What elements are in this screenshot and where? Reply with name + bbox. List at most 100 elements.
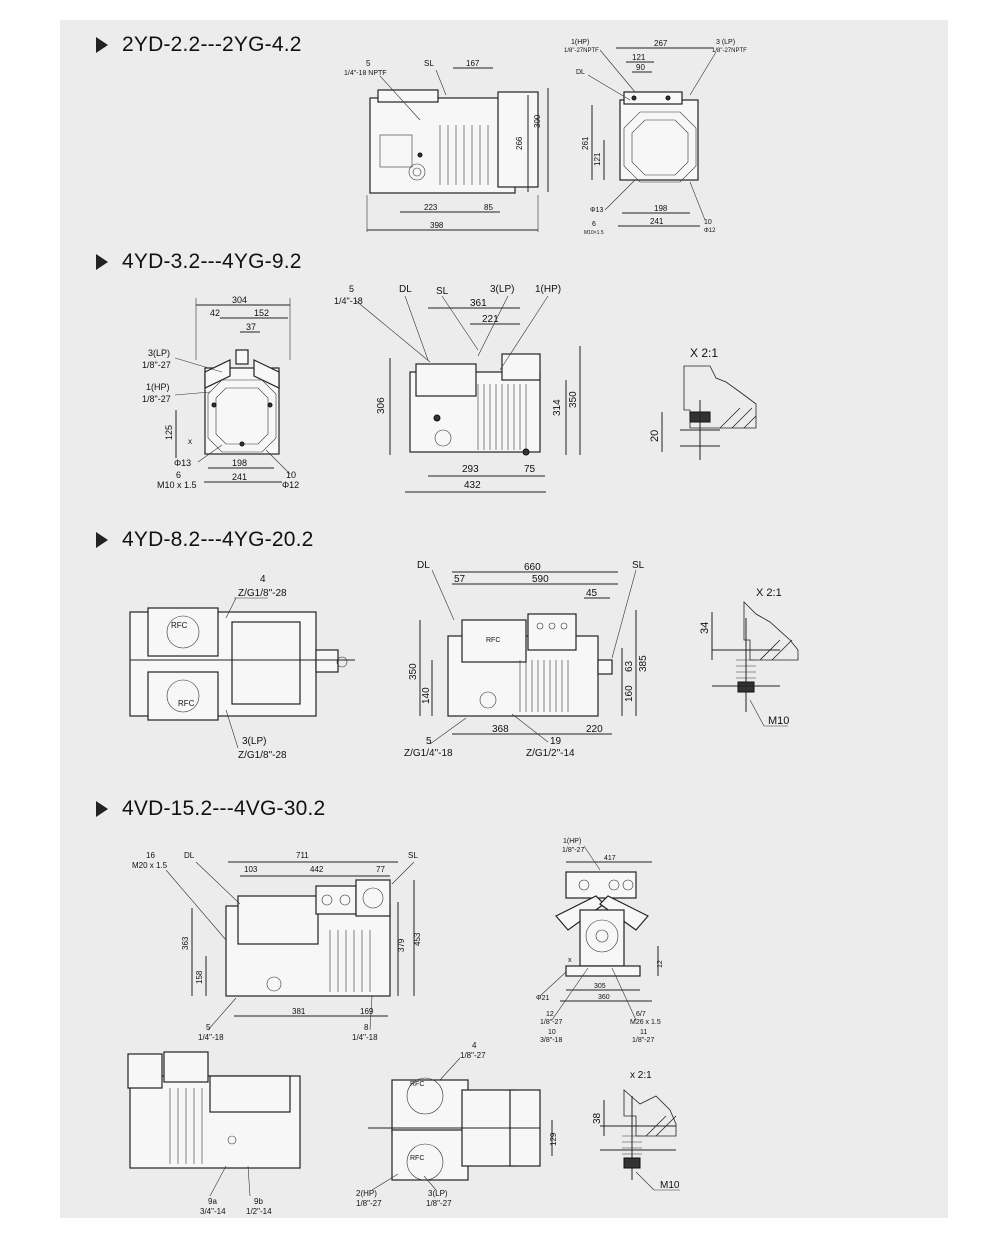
- port-label: Z/G1/8"-28: [238, 750, 287, 761]
- dim-label: 77: [376, 865, 385, 874]
- dim-label: 305: [594, 983, 606, 990]
- dim-label: 442: [310, 865, 324, 874]
- dim-label: 223: [424, 203, 438, 212]
- dim-label: 5: [426, 736, 432, 747]
- dim-label: 34: [699, 622, 711, 634]
- dim-label: 121: [632, 53, 646, 62]
- port-label: 1/8"-27NPTF: [564, 48, 599, 54]
- brand-label: RFC: [410, 1081, 424, 1088]
- play-arrow-icon: [96, 532, 108, 548]
- dim-label: 5: [206, 1023, 211, 1032]
- detail-x-4vd: [600, 1089, 680, 1191]
- port-label: SL: [424, 59, 434, 68]
- port-label: Z/G1/8"-28: [238, 588, 287, 599]
- port-label: M26 x 1.5: [630, 1019, 661, 1026]
- dim-label: 6: [176, 470, 181, 480]
- dim-label: Φ13: [590, 207, 603, 214]
- play-arrow-icon: [96, 254, 108, 270]
- port-label: SL: [632, 560, 645, 571]
- dim-label: 6: [592, 221, 596, 228]
- dim-label: 158: [195, 970, 204, 984]
- dim-label: M10 x 1.5: [157, 480, 197, 490]
- dim-label: 6/7: [636, 1011, 646, 1018]
- dim-label: 293: [462, 464, 479, 475]
- dim-label: 306: [376, 397, 387, 414]
- compressor-4yd8-side-view: [419, 569, 637, 745]
- compressor-4yd-side-view: [354, 295, 581, 493]
- dim-label: 198: [654, 204, 668, 213]
- dim-label: 37: [246, 322, 256, 332]
- dim-label: x: [568, 957, 572, 964]
- dim-label: 241: [650, 217, 664, 226]
- dim-label: 453: [413, 932, 422, 946]
- compressor-4vd-top-view: [368, 1057, 553, 1191]
- dim-label: 42: [210, 308, 220, 318]
- dim-label: 16: [146, 851, 155, 860]
- port-label: 3/8"-18: [540, 1037, 562, 1044]
- dim-label: M10×1.5: [584, 230, 604, 236]
- dim-label: 660: [524, 562, 541, 573]
- dim-label: 361: [470, 298, 487, 309]
- section-header-4: 4VD-15.2---4VG-30.2: [96, 794, 325, 824]
- dim-label: Φ12: [704, 228, 716, 234]
- brand-label: RFC: [178, 699, 195, 708]
- section-header-2: 4YD-3.2---4YG-9.2: [96, 247, 302, 277]
- dim-label: 8: [364, 1023, 369, 1032]
- compressor-4vd-rear-view: [127, 1051, 301, 1197]
- detail-label: X 2:1: [690, 346, 718, 360]
- port-label: 3(LP): [242, 736, 266, 747]
- dim-label: 267: [654, 39, 668, 48]
- dim-label: 381: [292, 1007, 306, 1016]
- port-label: 1/4"-18: [352, 1033, 378, 1042]
- dim-label: 121: [593, 152, 602, 166]
- port-label: 1/2"-14: [246, 1207, 272, 1216]
- dim-label: 63: [624, 660, 635, 672]
- dim-label: 5: [366, 59, 371, 68]
- port-label: 3(LP): [148, 348, 170, 358]
- port-label: 1/4"-18 NPTF: [344, 70, 387, 77]
- dim-label: 152: [254, 308, 269, 318]
- dim-label: 220: [586, 724, 603, 735]
- port-label: 3 (LP): [716, 39, 735, 46]
- dim-label: 385: [638, 655, 649, 672]
- dim-label: 45: [586, 588, 598, 599]
- dim-label: 266: [515, 136, 524, 150]
- dim-label: 368: [492, 724, 509, 735]
- detail-x-2yd: [661, 365, 757, 460]
- dim-label: 304: [232, 295, 247, 305]
- port-label: 3(LP): [428, 1189, 448, 1198]
- dim-label: 379: [397, 938, 406, 952]
- dim-label: 300: [533, 114, 542, 128]
- port-label: 3/4"-14: [200, 1207, 226, 1216]
- dim-label: 140: [421, 687, 432, 704]
- dim-label: 10: [548, 1029, 556, 1036]
- dim-label: 314: [552, 399, 563, 416]
- compressor-4vd-front-view: [539, 845, 659, 1021]
- brand-label: RFC: [410, 1155, 424, 1162]
- play-arrow-icon: [96, 37, 108, 53]
- dim-label: Φ21: [536, 995, 549, 1002]
- dim-label: 12: [657, 960, 664, 968]
- port-label: DL: [184, 851, 195, 860]
- section-header-1: 2YD-2.2---2YG-4.2: [96, 30, 302, 60]
- dim-label: 129: [549, 1132, 558, 1146]
- port-label: SL: [408, 851, 418, 860]
- dim-label: 12: [546, 1011, 554, 1018]
- dim-label: 38: [592, 1112, 603, 1124]
- dim-label: 167: [466, 59, 480, 68]
- port-label: DL: [399, 284, 412, 295]
- dim-label: 169: [360, 1007, 374, 1016]
- port-label: SL: [436, 286, 449, 297]
- port-label: 1(HP): [571, 39, 589, 46]
- section-title: 4VD-15.2---4VG-30.2: [122, 797, 326, 820]
- compressor-4vd-side-view: [165, 861, 415, 1031]
- port-label: 1(HP): [146, 382, 170, 392]
- dim-label: 261: [581, 136, 590, 150]
- port-label: 1(HP): [535, 284, 561, 295]
- dim-label: 4: [260, 574, 266, 585]
- detail-x-4yd8: [711, 601, 799, 727]
- compressor-4yd8-top-view: [129, 597, 355, 749]
- dim-label: 10: [286, 470, 296, 480]
- port-label: 1/8"-27: [426, 1199, 452, 1208]
